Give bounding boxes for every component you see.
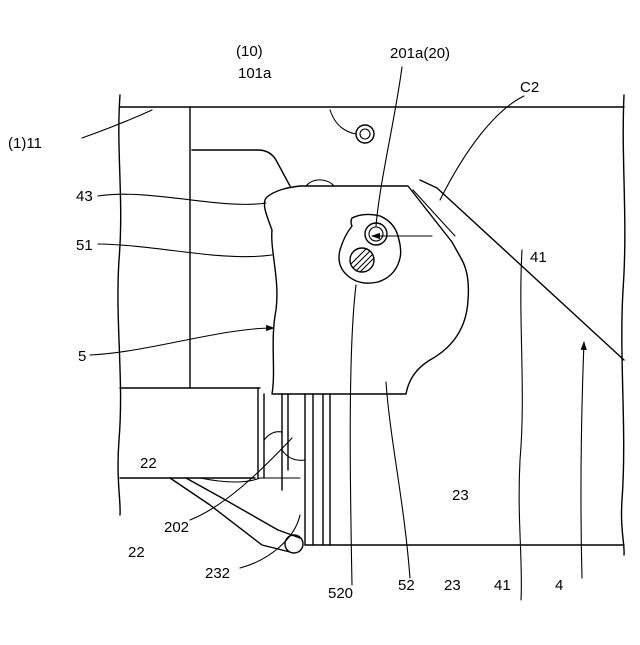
- clip-202-curve: [264, 432, 282, 440]
- leader-101a: [330, 110, 356, 134]
- label-23: 23: [452, 487, 469, 504]
- leader-520: [350, 285, 356, 585]
- label-22-lower: 22: [128, 544, 145, 561]
- label-1-11: (1)11: [8, 135, 42, 152]
- leader-lines: [82, 67, 584, 585]
- part-43-outline: [192, 150, 290, 186]
- leader-43: [98, 194, 266, 204]
- pin-lower: [350, 248, 374, 272]
- leader-201a: [376, 67, 402, 226]
- label-232: 232: [205, 565, 230, 582]
- label-201a: 201a(20): [390, 45, 450, 62]
- label-5: 5: [78, 348, 86, 365]
- right-break-line: [622, 95, 625, 555]
- clip-202-lower: [282, 450, 305, 460]
- lever-top-nub: [306, 180, 334, 186]
- lower-assembly: [170, 388, 330, 553]
- left-break-line: [118, 95, 121, 515]
- label-4: 4: [555, 577, 563, 594]
- part-4-inner-edge: [413, 190, 455, 236]
- label-41: 41: [530, 249, 547, 266]
- label-520: 520: [328, 585, 353, 602]
- hole-101a: [356, 125, 374, 143]
- spring-232-lower: [186, 478, 300, 538]
- label-41-lower: 41: [494, 577, 511, 594]
- label-c2: C2: [520, 79, 539, 96]
- frame-lines: [118, 95, 625, 600]
- leader-51: [98, 244, 272, 257]
- spring-232-upper: [170, 478, 290, 552]
- label-52: 52: [398, 577, 415, 594]
- label-10: (10): [236, 43, 263, 60]
- leader-232: [240, 515, 300, 568]
- part-41-break-line: [519, 250, 522, 600]
- label-23-lower: 23: [444, 577, 461, 594]
- label-202: 202: [164, 519, 189, 536]
- part-4-diagonal-edge: [420, 180, 624, 360]
- leader-c2: [440, 96, 524, 200]
- leader-4: [581, 342, 584, 578]
- leader-52: [386, 382, 410, 578]
- leader-5: [90, 328, 274, 355]
- leader-1-11: [82, 110, 152, 138]
- label-22: 22: [140, 455, 157, 472]
- label-51: 51: [76, 237, 93, 254]
- label-43: 43: [76, 188, 93, 205]
- label-101a: 101a: [238, 65, 272, 82]
- spring-end-232: [285, 535, 303, 553]
- reference-labels: (10) 101a 201a(20) C2 (1)11 43 51 5 22 2…: [8, 43, 563, 602]
